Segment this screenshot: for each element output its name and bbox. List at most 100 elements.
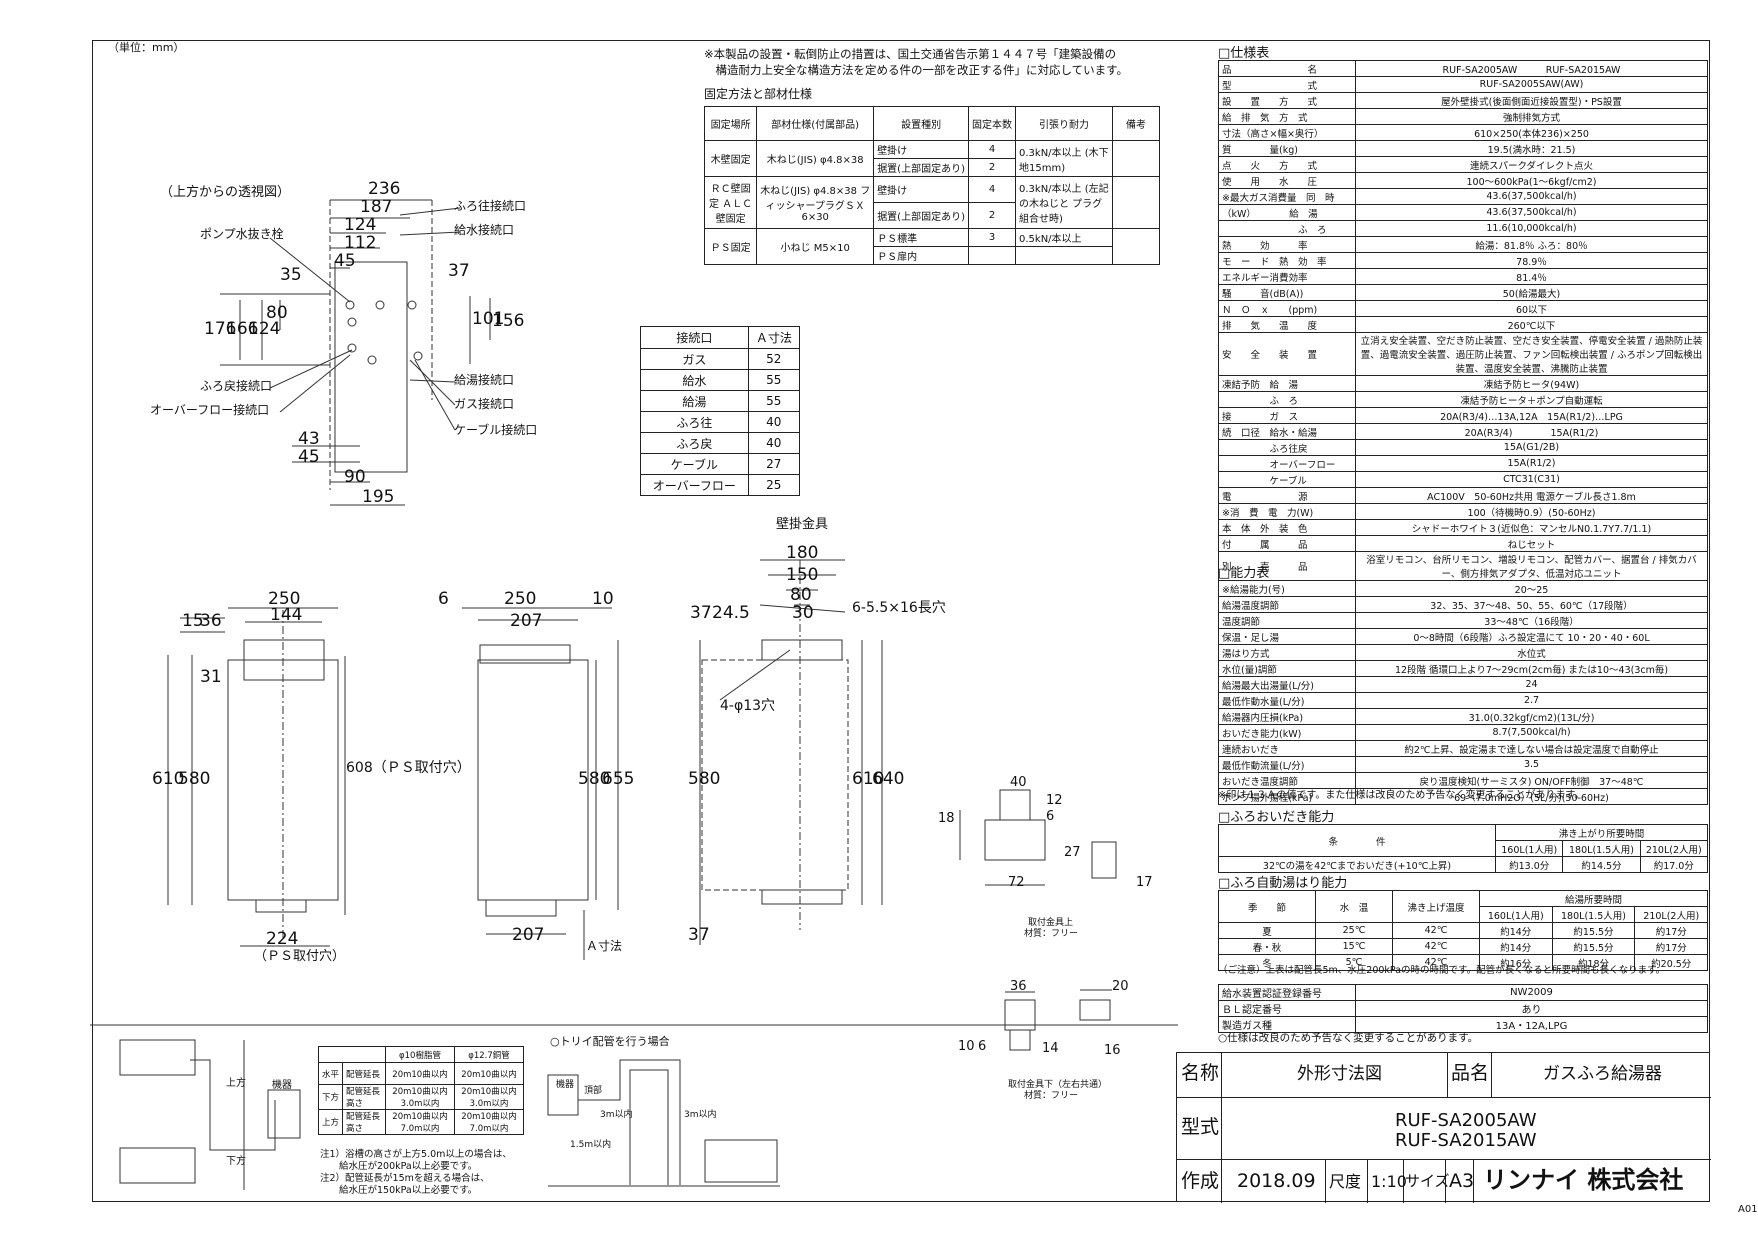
spec-value: 81.4％ <box>1355 268 1708 285</box>
autofill-title: □ふろ自動湯はり能力 <box>1218 876 1348 891</box>
capability-label: ポンプ揚外揚程(kPa) <box>1218 788 1356 805</box>
lower-dim-36: 36 <box>1010 979 1027 994</box>
spec-row: 本 体 外 装 色シャドーホワイト３(近似色：マンセルN0.1.7Y7.7/1.… <box>1218 519 1708 536</box>
spec-value: 給湯：81.8％ ふろ：80％ <box>1355 236 1708 253</box>
model-value-1: RUF-SA2005AW <box>1395 1110 1537 1131</box>
side-dim-655: 655 <box>602 769 635 789</box>
cert-value: あり <box>1355 1000 1708 1017</box>
capability-value: 戻り温度検知(サーミスタ) ON/OFF制御 37〜48℃ <box>1355 772 1708 789</box>
scale-label: 尺度 <box>1329 1172 1362 1191</box>
upper-dim-27: 27 <box>1064 845 1081 860</box>
spec-value: 100（待機時0.9）(50-60Hz) <box>1355 503 1708 520</box>
autofill-cell: 約16分 <box>1479 954 1553 971</box>
side-view-drawing <box>462 607 619 960</box>
notice-line-2: 構造耐力上安全な構造方法を定める件の一部を改正する件」に対応しています。 <box>704 63 1129 77</box>
spec-value: 15A(G1/2B) <box>1355 439 1708 456</box>
reheat-sub: 180L(1.5人用) <box>1562 840 1641 857</box>
label-cable: ケーブル接続口 <box>454 423 538 437</box>
autofill-header: 季 節 <box>1218 890 1316 923</box>
model-label: 型式 <box>1181 1116 1220 1138</box>
front-dim-15: 15 <box>182 611 204 631</box>
fixing-kind: 壁掛け <box>873 176 969 203</box>
capability-value: 33〜48℃（16段階） <box>1355 612 1708 629</box>
capability-row: おいだき能力(kW)8.7(7,500kcal/h) <box>1218 724 1708 741</box>
capability-title: □能力表 <box>1218 566 1270 581</box>
dim-124: 124 <box>344 215 377 235</box>
spec-row: Ｎ Ｏ ｘ (ppm)60以下 <box>1218 300 1708 317</box>
fixing-note <box>1112 140 1160 177</box>
spec-label: エネルギー消費効率 <box>1218 268 1356 285</box>
front-dim-608: 608（ＰＳ取付穴） <box>346 760 471 776</box>
spec-value: 20A(R3/4) 15A(R1/2) <box>1355 423 1708 440</box>
spec-label: 電 源 <box>1218 487 1356 504</box>
bracket-dim-610: 610 <box>852 769 885 789</box>
conn-dim: 40 <box>747 411 801 433</box>
bracket-hole: 4-φ13穴 <box>720 698 776 714</box>
spec-label: Ｎ Ｏ ｘ (ppm) <box>1218 300 1356 317</box>
bracket-dim-245: 24.5 <box>712 603 750 623</box>
conn-dim: 55 <box>747 390 801 412</box>
conn-name: 給水 <box>640 369 749 391</box>
autofill-sub: 180L(1.5人用) <box>1551 906 1636 923</box>
spec-label: 続 口径 給水・給湯 <box>1218 423 1356 440</box>
front-dim-224: 224 <box>266 929 299 949</box>
dim-112: 112 <box>344 233 377 253</box>
side-dim-6: 6 <box>438 589 449 609</box>
fixing-header: 固定場所 <box>703 106 758 141</box>
front-dim-580: 580 <box>178 769 211 789</box>
capability-label: 温度調節 <box>1218 612 1356 629</box>
side-dim-207b: 207 <box>512 925 545 945</box>
unit-note: （単位：mm） <box>108 41 185 54</box>
capability-row: ※給湯能力(号)20〜25 <box>1218 580 1708 597</box>
upper-dim-40: 40 <box>1010 775 1027 790</box>
capability-row: 給湯器内圧損(kPa)31.0(0.32kgf/cm2)(13L/分) <box>1218 708 1708 725</box>
lower-dim-14: 14 <box>1042 1041 1059 1056</box>
spec-label: 騒 音(dB(A)) <box>1218 284 1356 301</box>
spec-title: □仕様表 <box>1218 46 1270 61</box>
fixing-kind: ＰＳ扉内 <box>873 246 969 265</box>
bracket-upper-drawing <box>959 789 1117 886</box>
spec-value: 屋外壁掛式(後面側面近接設置型)・PS設置 <box>1355 92 1708 109</box>
spec-row: 点 火 方 式連続スパークダイレクト点火 <box>1218 156 1708 173</box>
fixing-header: 備考 <box>1112 106 1160 141</box>
spec-label: 熱 効 率 <box>1218 236 1356 253</box>
capability-row: 最低作動水量(L/分)2.7 <box>1218 692 1708 709</box>
label-hot-water: 給湯接続口 <box>454 373 515 387</box>
autofill-sub: 210L(2人用) <box>1634 906 1708 923</box>
capability-label: おいだき能力(kW) <box>1218 724 1356 741</box>
reheat-cell: 32℃の湯を42℃までおいだき(+10℃上昇) <box>1218 856 1496 873</box>
autofill-cell: 約15.5分 <box>1551 938 1636 955</box>
spec-label: 凍結予防 給 湯 <box>1218 375 1356 392</box>
reheat-sub: 160L(1人用) <box>1494 840 1564 857</box>
spec-label: 別 売 品 <box>1218 551 1356 581</box>
autofill-cell: 25℃ <box>1315 922 1393 939</box>
capability-row: 給湯最大出湯量(L/分)24 <box>1218 676 1708 693</box>
dim-45: 45 <box>334 251 356 271</box>
upper-dim-12: 12 <box>1046 793 1063 808</box>
reheat-title: □ふろおいだき能力 <box>1218 810 1335 825</box>
size-label: サイズ <box>1405 1172 1450 1190</box>
title-divider <box>1221 1053 1222 1203</box>
spec-value: 11.6(10,000kcal/h) <box>1355 220 1708 237</box>
spec-value: 凍結予防ヒータ(94W) <box>1355 375 1708 392</box>
cert-value: NW2009 <box>1355 984 1708 1001</box>
upper-dim-6: 6 <box>1046 809 1055 824</box>
front-dim-144: 144 <box>270 605 303 625</box>
spec-row: 安 全 装 置立消え安全装置、空だき防止装置、空だき安全装置、停電安全装置 / … <box>1218 332 1708 376</box>
lower-caption: 取付金具下（左右共通） <box>1008 1080 1108 1090</box>
front-view-drawing <box>167 607 346 947</box>
dim-101: 101 <box>472 309 505 329</box>
capability-value: 69（7.0mH2O）(5L/分)(50-60Hz) <box>1355 788 1708 805</box>
dim-236: 236 <box>368 179 401 199</box>
capability-label: 保温・足し湯 <box>1218 628 1356 645</box>
conn-header: Ａ寸法 <box>747 326 801 349</box>
pipe-dir: 下方 <box>317 1084 344 1110</box>
pipe-note-3: 注2）配管延長が15mを超える場合は、 <box>320 1173 490 1184</box>
autofill-cell: 夏 <box>1218 922 1316 939</box>
reheat-cell: 約13.0分 <box>1494 856 1564 873</box>
product-value: ガスふろ給湯器 <box>1543 1064 1662 1084</box>
